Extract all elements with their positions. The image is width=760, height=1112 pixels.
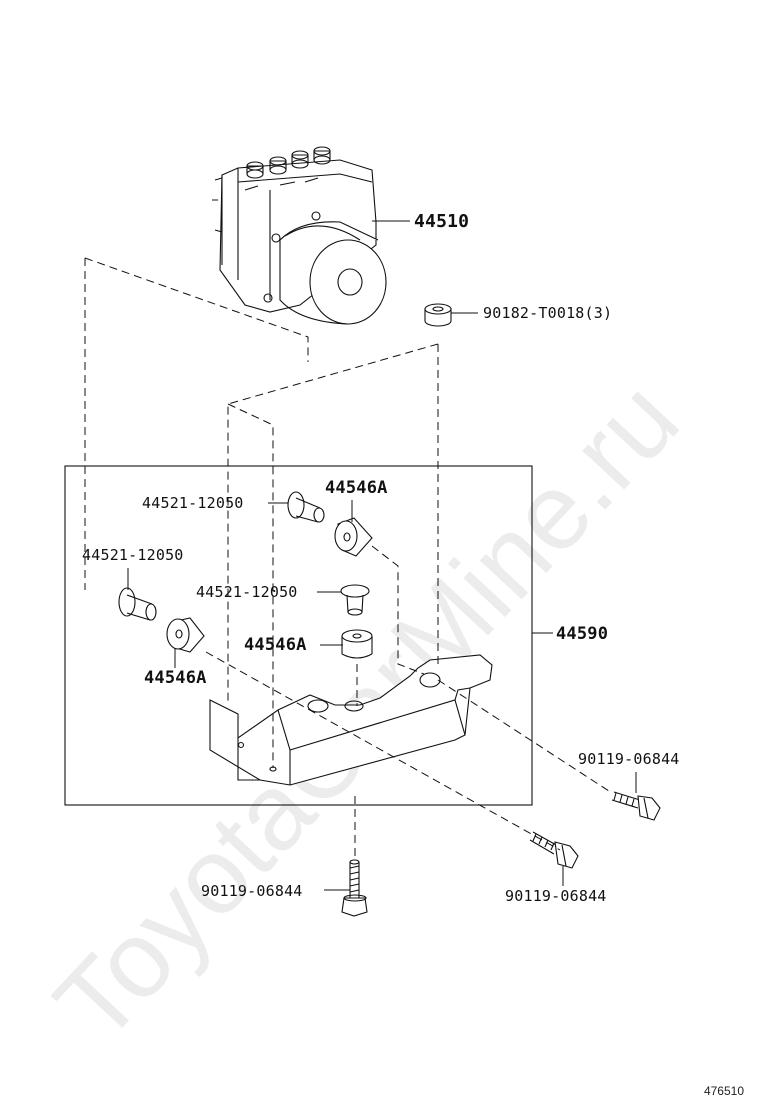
bracket-drawing [209,654,493,786]
nut-drawing [424,303,452,327]
label-collar-3: 44521-12050 [196,583,298,601]
label-bolt-2: 90119-06844 [505,887,607,905]
bolt-1-drawing [611,791,661,821]
label-actuator: 44510 [414,211,470,232]
diagram-id: 476510 [703,1084,744,1098]
label-nut-number: 90182-T0018 [483,304,585,322]
cushion-1-drawing [334,517,373,557]
alignment-lines [84,257,613,860]
cushion-2-drawing [166,617,205,653]
bolt-3-drawing [341,859,368,917]
abs-actuator-drawing [212,146,387,325]
leader-lines [127,220,637,891]
label-nut-qty: (3) [584,304,613,322]
label-cushion-2: 44546A [144,668,207,688]
collar-3-drawing [340,584,370,616]
label-bolt-1: 90119-06844 [578,750,680,768]
label-cushion-3: 44546A [244,635,307,655]
label-bolt-3: 90119-06844 [201,882,303,900]
label-collar-2: 44521-12050 [82,546,184,564]
bolt-2-drawing [529,831,579,869]
label-cushion-1: 44546A [325,478,388,498]
label-bracket: 44590 [556,624,609,644]
bracket-frame [64,465,533,806]
collar-2-drawing [118,587,157,621]
collar-1-drawing [287,491,325,523]
label-collar-1: 44521-12050 [142,494,244,512]
cushion-3-drawing [341,629,373,659]
label-nut: 90182-T0018(3) [483,304,612,322]
